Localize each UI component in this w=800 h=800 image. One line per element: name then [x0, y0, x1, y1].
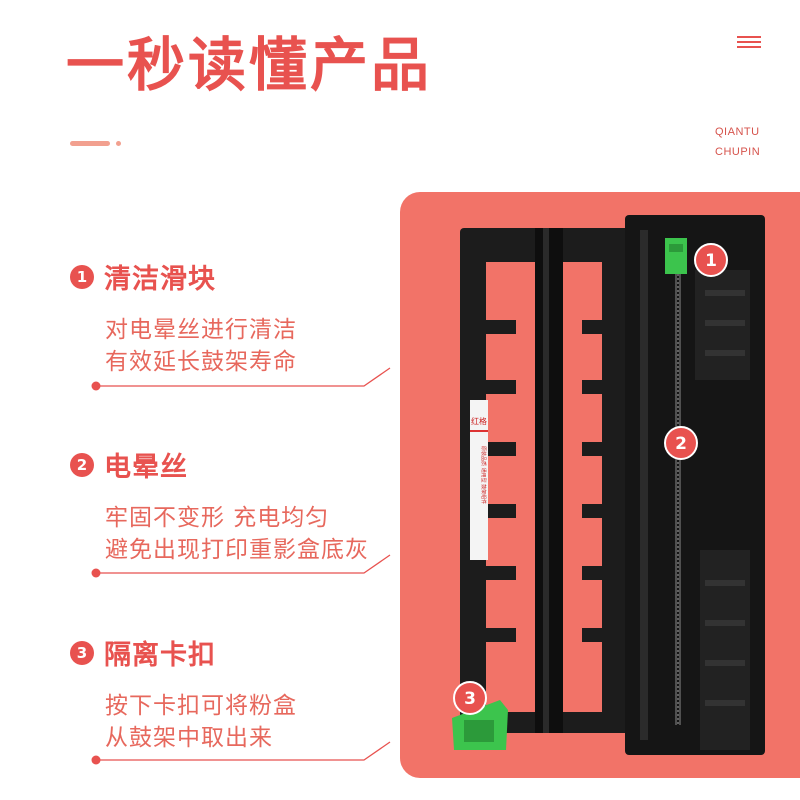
brand-line-2: CHUPIN — [715, 146, 761, 158]
title-accent-dot — [116, 141, 121, 146]
connector-line-1 — [96, 367, 391, 387]
drum-label-brand: 红格 — [471, 416, 487, 426]
brand-label: QIANTU CHUPIN — [715, 122, 760, 162]
drum-unit-image: 红格 原装品质 通用型 鼓架组件 1 2 3 — [452, 215, 765, 755]
connector-line-2 — [96, 554, 391, 574]
title-accent-bar — [70, 141, 110, 146]
feature-3-title: 隔离卡扣 — [104, 640, 216, 671]
feature-1-desc-line-2: 有效延长鼓架寿命 — [105, 349, 297, 375]
hamburger-menu-icon[interactable] — [737, 36, 761, 50]
drum-label-text: 原装品质 通用型 鼓架组件 — [480, 446, 487, 504]
brand-line-1: QIANTU — [715, 126, 760, 138]
svg-text:3: 3 — [464, 689, 476, 709]
feature-1-badge: 1 — [70, 264, 94, 289]
feature-1-title: 清洁滑块 — [104, 264, 216, 295]
marker-1: 1 — [694, 243, 728, 277]
connector-dot-3 — [91, 755, 101, 765]
feature-3-desc-line-1: 按下卡扣可将粉盒 — [105, 693, 297, 719]
marker-2: 2 — [664, 426, 698, 460]
feature-2-desc-line-1: 牢固不变形 充电均匀 — [105, 505, 330, 531]
feature-2-badge: 2 — [70, 452, 94, 477]
page-title: 一秒读懂产品 — [66, 31, 433, 99]
connector-line-3 — [96, 741, 391, 761]
svg-text:1: 1 — [705, 251, 717, 271]
marker-3: 3 — [453, 681, 487, 715]
feature-2: 2 电晕丝 牢固不变形 充电均匀 避免出现打印重影盒底灰 — [70, 445, 369, 566]
feature-3: 3 隔离卡扣 按下卡扣可将粉盒 从鼓架中取出来 — [70, 633, 297, 754]
feature-2-title: 电晕丝 — [104, 452, 188, 483]
feature-3-desc-line-2: 从鼓架中取出来 — [105, 725, 273, 751]
connector-dot-1 — [91, 381, 101, 391]
feature-2-desc-line-2: 避免出现打印重影盒底灰 — [105, 537, 369, 563]
connector-dot-2 — [91, 568, 101, 578]
svg-text:2: 2 — [675, 434, 687, 454]
feature-1-desc-line-1: 对电晕丝进行清洁 — [105, 317, 297, 343]
feature-1: 1 清洁滑块 对电晕丝进行清洁 有效延长鼓架寿命 — [70, 257, 297, 378]
feature-3-badge: 3 — [70, 640, 94, 665]
